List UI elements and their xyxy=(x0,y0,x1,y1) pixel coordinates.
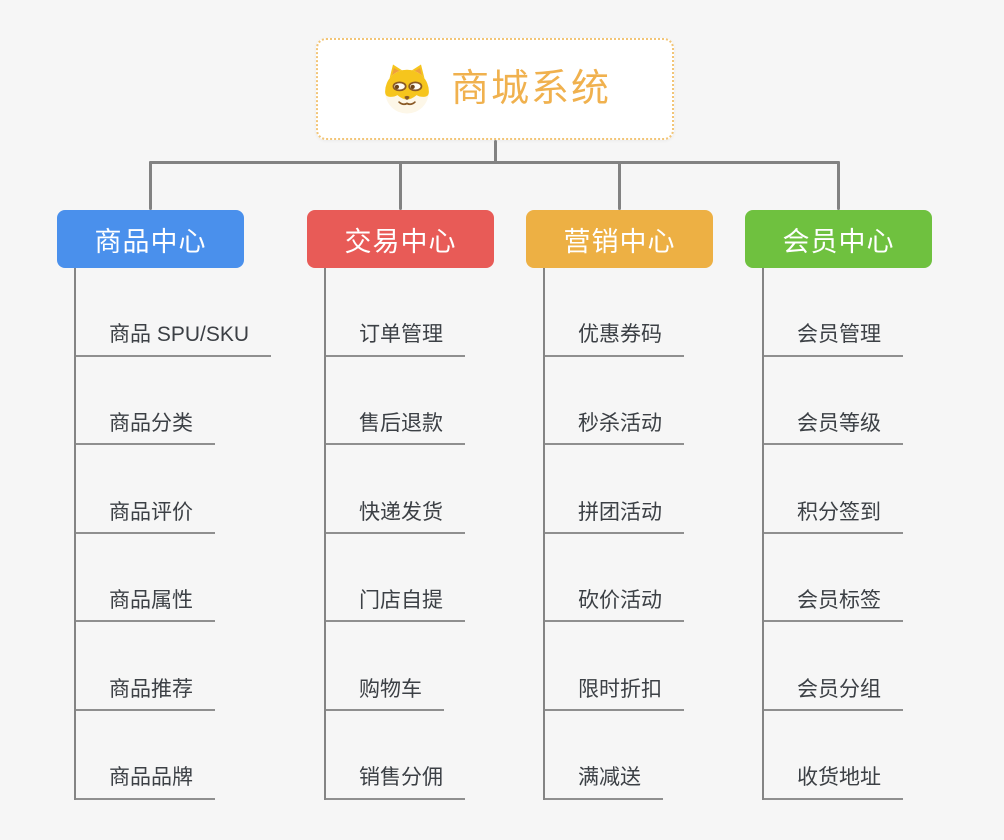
leaf-row: 商品评价 xyxy=(76,445,271,534)
leaf-row: 商品 SPU/SKU xyxy=(76,268,272,357)
branch-header-2[interactable]: 营销中心 xyxy=(526,210,713,268)
leaf-topic-0-3[interactable]: 商品属性 xyxy=(76,588,215,623)
leaf-row: 订单管理 xyxy=(326,268,465,357)
leaf-row: 积分签到 xyxy=(764,445,903,534)
connector-drop-3 xyxy=(837,161,840,210)
branch-header-3[interactable]: 会员中心 xyxy=(745,210,932,268)
leaf-row: 会员等级 xyxy=(764,357,903,446)
leaf-row: 销售分佣 xyxy=(326,711,465,800)
leaf-row: 快递发货 xyxy=(326,445,465,534)
branch-column-0: 商品 SPU/SKU 商品分类 商品评价 商品属性 商品推荐 商品品牌 xyxy=(74,268,272,800)
branch-column-3: 会员管理 会员等级 积分签到 会员标签 会员分组 收货地址 xyxy=(762,268,903,800)
leaf-topic-2-5[interactable]: 满减送 xyxy=(545,765,663,800)
dog-icon xyxy=(385,64,429,114)
root-node[interactable]: 商城系统 xyxy=(316,38,674,140)
leaf-row: 门店自提 xyxy=(326,534,465,623)
leaf-topic-3-1[interactable]: 会员等级 xyxy=(764,411,903,446)
leaf-topic-2-4[interactable]: 限时折扣 xyxy=(545,677,684,711)
connector-bus xyxy=(149,161,840,164)
leaf-topic-2-3[interactable]: 砍价活动 xyxy=(545,588,684,623)
leaf-topic-0-0[interactable]: 商品 SPU/SKU xyxy=(76,322,272,357)
leaf-topic-0-4[interactable]: 商品推荐 xyxy=(76,677,215,711)
branch-header-1[interactable]: 交易中心 xyxy=(307,210,494,268)
leaf-topic-2-0[interactable]: 优惠券码 xyxy=(545,322,684,357)
leaf-topic-0-2[interactable]: 商品评价 xyxy=(76,500,215,534)
leaf-row: 商品属性 xyxy=(76,534,271,623)
leaf-row: 优惠券码 xyxy=(545,268,684,357)
leaf-topic-3-5[interactable]: 收货地址 xyxy=(764,765,903,800)
leaf-row: 商品推荐 xyxy=(76,622,271,711)
leaf-topic-3-2[interactable]: 积分签到 xyxy=(764,500,903,534)
leaf-row: 满减送 xyxy=(545,711,684,800)
leaf-topic-1-1[interactable]: 售后退款 xyxy=(326,411,465,446)
leaf-row: 商品品牌 xyxy=(76,711,271,800)
leaf-topic-2-2[interactable]: 拼团活动 xyxy=(545,500,684,534)
leaf-topic-3-4[interactable]: 会员分组 xyxy=(764,677,903,711)
leaf-topic-1-2[interactable]: 快递发货 xyxy=(326,500,465,534)
leaf-row: 会员管理 xyxy=(764,268,903,357)
leaf-row: 秒杀活动 xyxy=(545,357,684,446)
leaf-row: 购物车 xyxy=(326,622,465,711)
leaf-row: 售后退款 xyxy=(326,357,465,446)
leaf-topic-2-1[interactable]: 秒杀活动 xyxy=(545,411,684,446)
leaf-row: 收货地址 xyxy=(764,711,903,800)
leaf-row: 限时折扣 xyxy=(545,622,684,711)
leaf-row: 砍价活动 xyxy=(545,534,684,623)
connector-drop-2 xyxy=(618,161,621,210)
leaf-topic-1-0[interactable]: 订单管理 xyxy=(326,322,465,357)
leaf-row: 商品分类 xyxy=(76,357,271,446)
root-title: 商城系统 xyxy=(450,68,611,110)
leaf-row: 拼团活动 xyxy=(545,445,684,534)
branch-column-2: 优惠券码 秒杀活动 拼团活动 砍价活动 限时折扣 满减送 xyxy=(543,268,684,800)
branch-column-1: 订单管理 售后退款 快递发货 门店自提 购物车 销售分佣 xyxy=(324,268,465,800)
branch-header-0[interactable]: 商品中心 xyxy=(57,210,244,268)
leaf-topic-0-1[interactable]: 商品分类 xyxy=(76,411,215,446)
leaf-row: 会员标签 xyxy=(764,534,903,623)
connector-drop-0 xyxy=(149,161,152,210)
leaf-topic-1-4[interactable]: 购物车 xyxy=(326,677,444,711)
leaf-topic-0-5[interactable]: 商品品牌 xyxy=(76,765,215,800)
leaf-topic-3-0[interactable]: 会员管理 xyxy=(764,322,903,357)
leaf-topic-1-3[interactable]: 门店自提 xyxy=(326,588,465,623)
leaf-topic-1-5[interactable]: 销售分佣 xyxy=(326,765,465,800)
connector-root-stem xyxy=(493,140,497,164)
connector-drop-1 xyxy=(399,161,402,210)
leaf-topic-3-3[interactable]: 会员标签 xyxy=(764,588,903,623)
leaf-row: 会员分组 xyxy=(764,622,903,711)
